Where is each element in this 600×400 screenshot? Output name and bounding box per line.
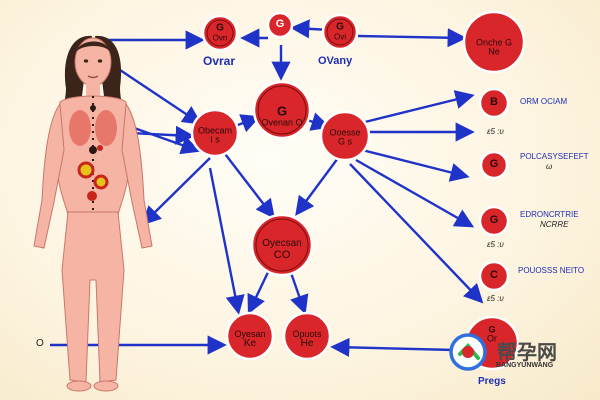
label-pcos-sub: ε5 :υ bbox=[487, 294, 504, 303]
node-right-top bbox=[462, 10, 526, 74]
node-right-2-text: G bbox=[489, 158, 499, 171]
label-cam-sub: ε5 :υ bbox=[487, 127, 504, 136]
label-polycyst: POLCASYSEFEFT bbox=[520, 152, 589, 161]
label-ovany: OVany bbox=[318, 55, 353, 67]
arrow-mid-right-to-right-2 bbox=[361, 148, 470, 182]
node-right-4 bbox=[478, 260, 510, 292]
node-right-3-text: G bbox=[489, 214, 499, 227]
node-upper-center bbox=[252, 80, 312, 140]
node-bottom-left bbox=[225, 311, 275, 361]
arrow-mid-right-to-right-4 bbox=[349, 163, 484, 304]
node-bottom-left-text: Oyesan Ke bbox=[234, 329, 266, 350]
node-right-4-text: C bbox=[490, 269, 498, 282]
node-top-right-text: G Ovi bbox=[334, 21, 346, 42]
node-mid-right-text: Ooesse G s bbox=[329, 127, 361, 147]
arrow-top-right-to-right-top bbox=[357, 28, 467, 48]
arrow-mid-left-to-bottom-left bbox=[208, 167, 245, 315]
arrow-mid-right-to-right-1 bbox=[364, 90, 475, 124]
label-ovar: Ovrar bbox=[203, 54, 236, 68]
node-top-left-text: G Ovn bbox=[212, 22, 228, 43]
node-top-mid-text: G bbox=[275, 18, 285, 31]
watermark-text: 帮孕网 bbox=[497, 342, 557, 364]
arrow-bottom-right-to-bottom-mid bbox=[330, 337, 456, 357]
node-right-1 bbox=[478, 87, 510, 119]
node-top-left bbox=[201, 14, 239, 52]
node-center bbox=[250, 213, 314, 277]
arrow-mid-left-to-body bbox=[141, 157, 211, 226]
node-right-3 bbox=[478, 205, 510, 237]
arrow-center-to-bottom-left bbox=[247, 267, 272, 315]
node-right-1-text: B bbox=[490, 96, 498, 109]
arrow-mid-right-to-right-3 bbox=[355, 158, 475, 228]
arrow-mid-left-to-center bbox=[221, 149, 275, 219]
node-upper-center-text: G Ovenan O bbox=[261, 103, 303, 128]
node-mid-right bbox=[319, 110, 371, 162]
label-pcos: POUOSSS NEITO bbox=[518, 266, 585, 275]
node-bottom-mid-text: Opuots He bbox=[292, 329, 322, 350]
node-bottom-mid bbox=[282, 311, 332, 361]
label-endocrine-sub: NCRRE bbox=[540, 220, 569, 229]
arrow-center-to-bottom-mid bbox=[288, 269, 309, 315]
node-bottom-right-text: G Or bbox=[487, 324, 497, 344]
label-left-marker: O bbox=[36, 338, 44, 349]
node-top-mid bbox=[266, 11, 294, 39]
node-top-right bbox=[321, 13, 359, 51]
label-endocrine: EDRONCRTRIE bbox=[520, 210, 579, 219]
watermark-sub: BANGYUNWANG bbox=[496, 362, 554, 369]
arrow-mid-right-to-center bbox=[295, 157, 339, 216]
node-right-2 bbox=[479, 150, 509, 180]
label-bottom-right: Pregs bbox=[478, 376, 506, 387]
node-center-text: Oyecsan CO bbox=[262, 237, 302, 261]
node-right-top-text: Onche G Ne bbox=[475, 37, 513, 57]
label-polycyst-sub: ω bbox=[546, 162, 553, 171]
label-cam: ORM OCIAM bbox=[520, 97, 568, 106]
node-mid-left-text: Obecam I s bbox=[197, 125, 233, 145]
label-endocrine-sub2: ε5 :υ bbox=[487, 240, 504, 249]
node-mid-left bbox=[190, 108, 240, 158]
